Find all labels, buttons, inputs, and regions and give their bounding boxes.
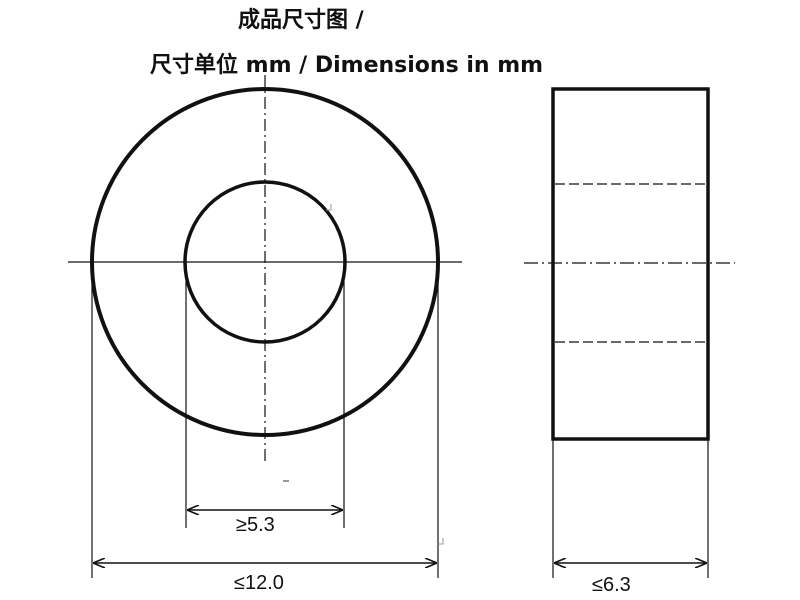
stray-mark-2 <box>438 538 444 545</box>
side-view: ≤6.3 <box>524 87 735 596</box>
inner-diameter-label: ≥5.3 <box>236 514 275 536</box>
front-view: ≥5.3 ≤12.0 <box>68 75 462 594</box>
title-line-2: 尺寸单位 mm / Dimensions in mm <box>150 53 544 78</box>
stray-mark-1 <box>326 204 332 211</box>
height-label: ≤6.3 <box>592 574 631 596</box>
side-rectangle <box>551 87 710 441</box>
title-line-1: 成品尺寸图 / <box>238 8 364 33</box>
outer-diameter-label: ≤12.0 <box>234 572 284 594</box>
